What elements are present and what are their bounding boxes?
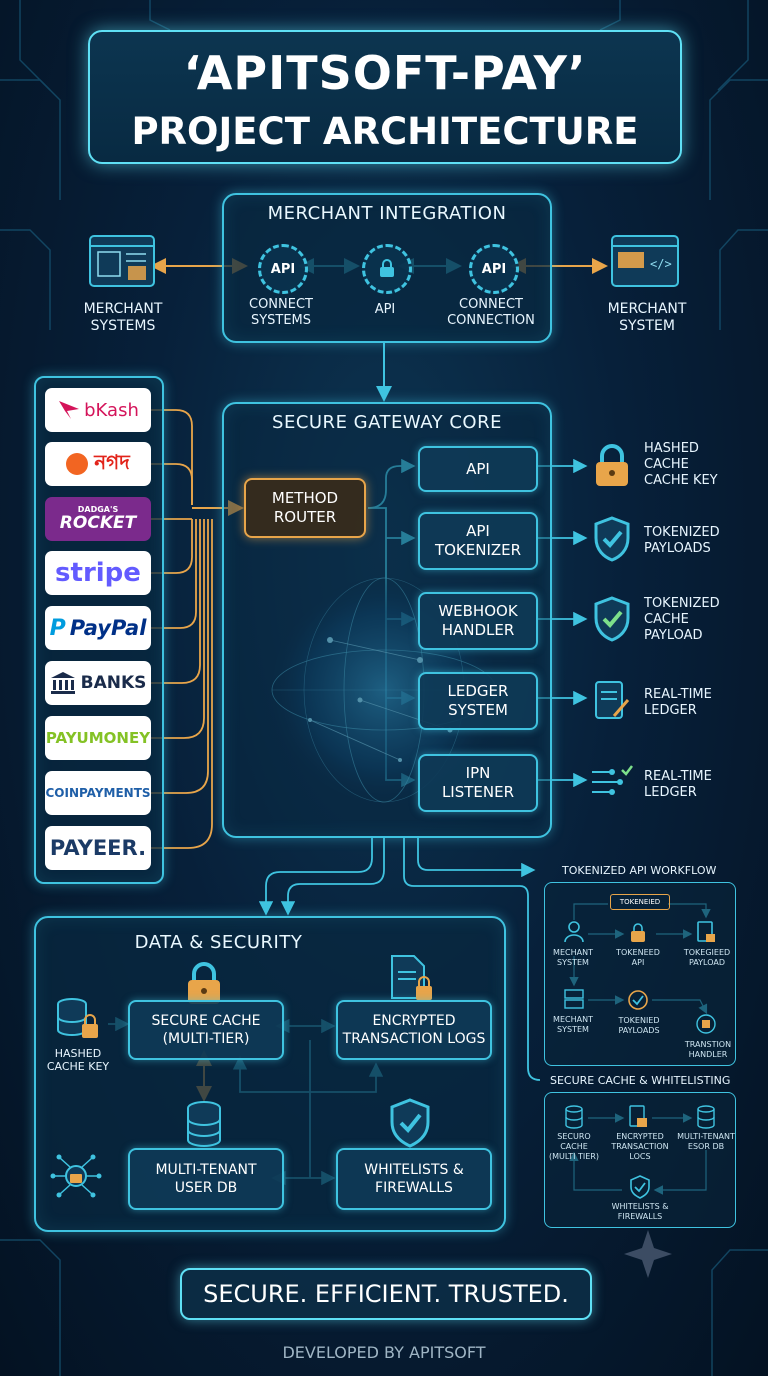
encrypted-logs-node: ENCRYPTED TRANSACTION LOGS bbox=[336, 1000, 492, 1060]
payeer-logo: PAYEER. bbox=[45, 826, 151, 870]
multi-tenant-db-node: MULTI-TENANT USER DB bbox=[128, 1148, 284, 1210]
bkash-logo: bKash bbox=[45, 388, 151, 432]
webhook-handler-node: WEBHOOK HANDLER bbox=[418, 592, 538, 650]
database-icon bbox=[565, 1105, 583, 1129]
merchant-system-mini-label: MECHANT SYSTEM bbox=[553, 948, 593, 967]
banks-logo: BANKS bbox=[45, 661, 151, 705]
tokenized-payloads-label: TOKENIZED PAYLOADS bbox=[644, 525, 720, 556]
server-icon bbox=[564, 989, 584, 1009]
encrypted-logs-mini-label: ENCRYPTED TRANSACTION LOCS bbox=[611, 1132, 669, 1161]
title-box: ‘APITSOFT-PAY’ PROJECT ARCHITECTURE bbox=[88, 30, 682, 164]
merchant-system-mini-label: MECHANT SYSTEM bbox=[553, 1015, 593, 1034]
footer-credit: DEVELOPED BY APITSOFT bbox=[282, 1343, 486, 1362]
encrypted-file-icon bbox=[391, 955, 432, 1000]
tokenized-payloads-mini-label: TOKENIED PAYLOADS bbox=[618, 1016, 660, 1035]
shield-check-icon bbox=[630, 1175, 650, 1199]
ipn-listener-node: IPN LISTENER bbox=[418, 754, 538, 812]
secure-cache-mini-label: SECURO CACHE (MULTI TIER) bbox=[548, 1132, 599, 1161]
merchant-systems-icon bbox=[89, 235, 155, 287]
real-time-ledger-label: REAL-TIME LEDGER bbox=[644, 687, 712, 718]
document-icon bbox=[697, 921, 715, 942]
page-subtitle: PROJECT ARCHITECTURE bbox=[131, 110, 639, 153]
merchant-system-icon: </> bbox=[611, 235, 679, 287]
coinpayments-logo: COINPAYMENTS bbox=[45, 771, 151, 815]
nagad-logo: নগদ bbox=[45, 442, 151, 486]
database-lock-icon bbox=[57, 998, 98, 1038]
transaction-handler-mini-label: TRANSTION HANDLER bbox=[684, 1040, 732, 1059]
multi-tenant-db-mini-label: MULTI-TENANT ESOR DB bbox=[677, 1132, 735, 1151]
whitelists-firewalls-node: WHITELISTS & FIREWALLS bbox=[336, 1148, 492, 1210]
tokenized-payload-mini-label: TOKEGIEED PAYLOAD bbox=[683, 948, 731, 967]
data-security-title: DATA & SECURITY bbox=[134, 932, 303, 953]
ledger-document-icon bbox=[595, 681, 630, 719]
rocket-logo: DADGA'S ROCKET bbox=[45, 497, 151, 541]
shield-check-icon bbox=[594, 596, 630, 642]
network-lock-icon bbox=[50, 1154, 102, 1198]
tagline-banner: SECURE. EFFICIENT. TRUSTED. bbox=[180, 1268, 592, 1320]
merchant-integration-title: MERCHANT INTEGRATION bbox=[267, 203, 507, 224]
tagline-text: SECURE. EFFICIENT. TRUSTED. bbox=[203, 1280, 569, 1308]
api-gear-icon: API bbox=[469, 244, 519, 294]
svg-text:</>: </> bbox=[650, 257, 672, 271]
api-core-gear-icon bbox=[362, 244, 412, 294]
api-gear-icon: API bbox=[258, 244, 308, 294]
connect-systems-label: CONNECT SYSTEMS bbox=[249, 297, 313, 328]
merchant-system-label: MERCHANT SYSTEM bbox=[607, 301, 687, 334]
database-icon bbox=[187, 1101, 221, 1147]
method-router-node: METHOD ROUTER bbox=[244, 478, 366, 538]
page-title: ‘APITSOFT-PAY’ bbox=[183, 46, 587, 100]
secure-cache-whitelisting-title: SECURE CACHE & WHITELISTING bbox=[550, 1074, 731, 1087]
shield-check-icon bbox=[390, 1098, 430, 1148]
tokenized-api-mini-label: TOKENEED API bbox=[616, 948, 660, 967]
merchant-systems-label: MERCHANT SYSTEMS bbox=[83, 301, 163, 334]
lock-icon bbox=[596, 444, 628, 486]
gateway-core-title: SECURE GATEWAY CORE bbox=[272, 412, 502, 433]
handler-icon bbox=[696, 1014, 716, 1034]
secure-cache-whitelisting-panel bbox=[544, 1092, 736, 1228]
tokenized-cache-payload-label: TOKENIZED CACHE PAYLOAD bbox=[644, 596, 720, 643]
payumoney-logo: PAYUMONEY bbox=[45, 716, 151, 760]
user-icon bbox=[564, 921, 584, 943]
sparkle-icon bbox=[624, 1230, 672, 1278]
database-icon bbox=[697, 1105, 715, 1129]
check-circle-icon bbox=[628, 990, 648, 1010]
stripe-logo: stripe bbox=[45, 551, 151, 595]
whitelists-mini-label: WHITELISTS & FIREWALLS bbox=[611, 1202, 669, 1221]
ledger-system-node: LEDGER SYSTEM bbox=[418, 672, 538, 730]
real-time-ledger-label: REAL-TIME LEDGER bbox=[644, 769, 712, 800]
hashed-cache-key-label: HASHED CACHE KEY bbox=[46, 1047, 110, 1073]
encrypted-file-icon bbox=[629, 1105, 647, 1127]
tokenized-workflow-title: TOKENIZED API WORKFLOW bbox=[562, 864, 717, 877]
tokenized-workflow-panel bbox=[544, 882, 736, 1066]
lock-icon bbox=[631, 923, 645, 942]
tokenized-badge: TOKENEIED bbox=[610, 894, 670, 910]
secure-cache-node: SECURE CACHE (MULTI-TIER) bbox=[128, 1000, 284, 1060]
api-label: API bbox=[374, 302, 396, 317]
lock-icon bbox=[188, 962, 220, 1004]
api-service-node: API bbox=[418, 446, 538, 492]
shield-check-icon bbox=[594, 516, 630, 562]
circuit-check-icon bbox=[592, 765, 633, 795]
api-tokenizer-node: API TOKENIZER bbox=[418, 512, 538, 570]
hashed-cache-key-label: HASHED CACHE CACHE KEY bbox=[644, 441, 718, 488]
connect-connection-label: CONNECT CONNECTION bbox=[447, 297, 535, 328]
